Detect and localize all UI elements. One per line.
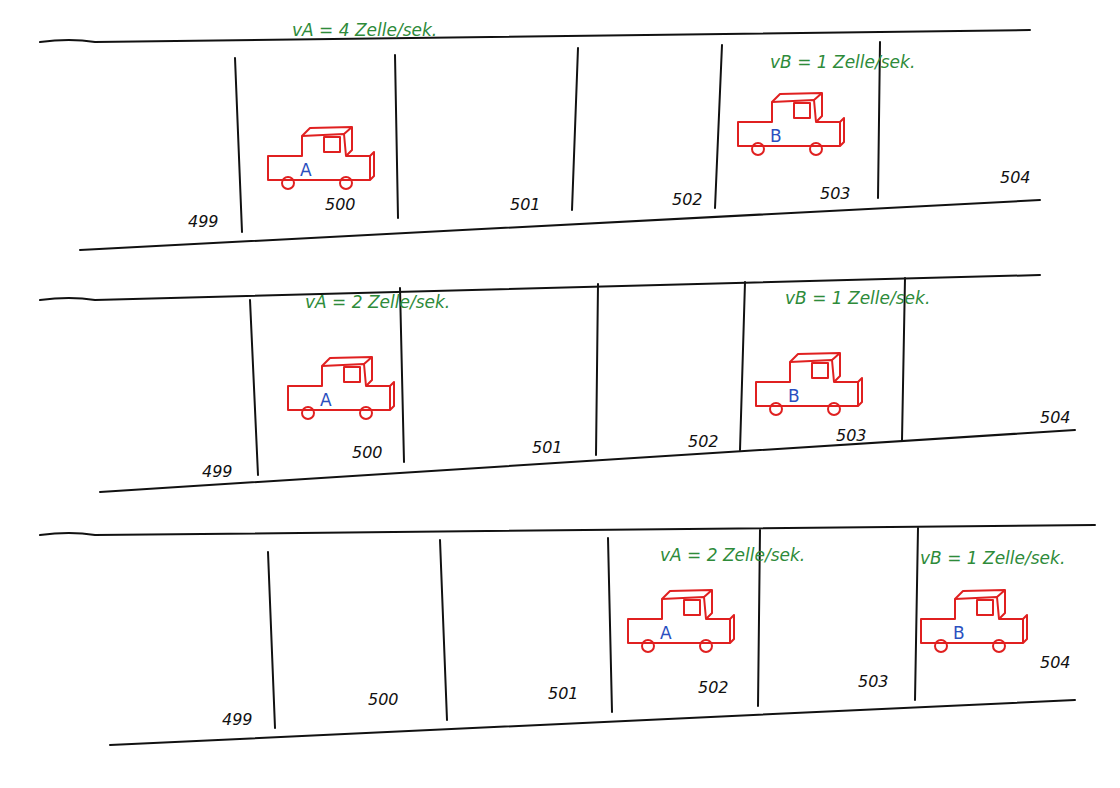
car: A [262,122,378,194]
cell-number: 504 [1000,168,1031,187]
cell-number: 504 [1040,653,1071,672]
cell-number: 500 [325,195,356,214]
car-letter: A [660,623,672,643]
road-edge [110,700,1075,745]
cell-number: 499 [188,212,219,231]
cell-number: 503 [820,184,851,203]
velocity-label: vA = 2 Zelle/sek. [305,292,450,312]
car-outline [915,585,1031,657]
car-letter: B [953,623,965,643]
cell-number: 499 [222,710,253,729]
cell-number: 502 [688,432,719,451]
cell-divider [715,45,722,208]
velocity-label: vB = 1 Zelle/sek. [785,288,930,308]
car: A [622,585,738,657]
cell-number: 500 [352,443,383,462]
car-letter: B [788,386,800,406]
cell-divider [400,288,404,462]
velocity-label: vA = 4 Zelle/sek. [292,20,437,40]
cell-divider [250,300,258,475]
cell-number: 501 [532,438,563,457]
cell-number: 504 [1040,408,1071,427]
velocity-label: vB = 1 Zelle/sek. [770,52,915,72]
cell-divider [740,282,745,450]
car-outline [622,585,738,657]
cell-divider [268,552,275,728]
velocity-label: vB = 1 Zelle/sek. [920,548,1065,568]
car-outline [282,352,398,424]
road-edge [40,525,1095,535]
cell-divider [915,528,918,700]
car: B [750,348,866,420]
car-letter: A [300,160,312,180]
car-outline [262,122,378,194]
car-letter: B [770,126,782,146]
cell-number: 502 [698,678,729,697]
cell-divider [572,48,578,210]
car: A [282,352,398,424]
cell-number: 499 [202,462,233,481]
velocity-label: vA = 2 Zelle/sek. [660,545,805,565]
road-edge [100,430,1075,492]
road-edge [40,30,1030,42]
road-edge [80,200,1040,250]
car-letter: A [320,390,332,410]
car-outline [732,88,848,160]
cell-divider [235,58,242,232]
car: B [732,88,848,160]
cell-number: 501 [548,684,579,703]
car: B [915,585,1031,657]
cell-divider [596,284,598,455]
cell-divider [440,540,447,720]
cell-number: 502 [672,190,703,209]
cell-divider [395,55,398,218]
cell-number: 503 [858,672,889,691]
cell-divider [608,538,612,712]
cell-number: 500 [368,690,399,709]
car-outline [750,348,866,420]
cell-number: 501 [510,195,541,214]
cell-number: 503 [836,426,867,445]
